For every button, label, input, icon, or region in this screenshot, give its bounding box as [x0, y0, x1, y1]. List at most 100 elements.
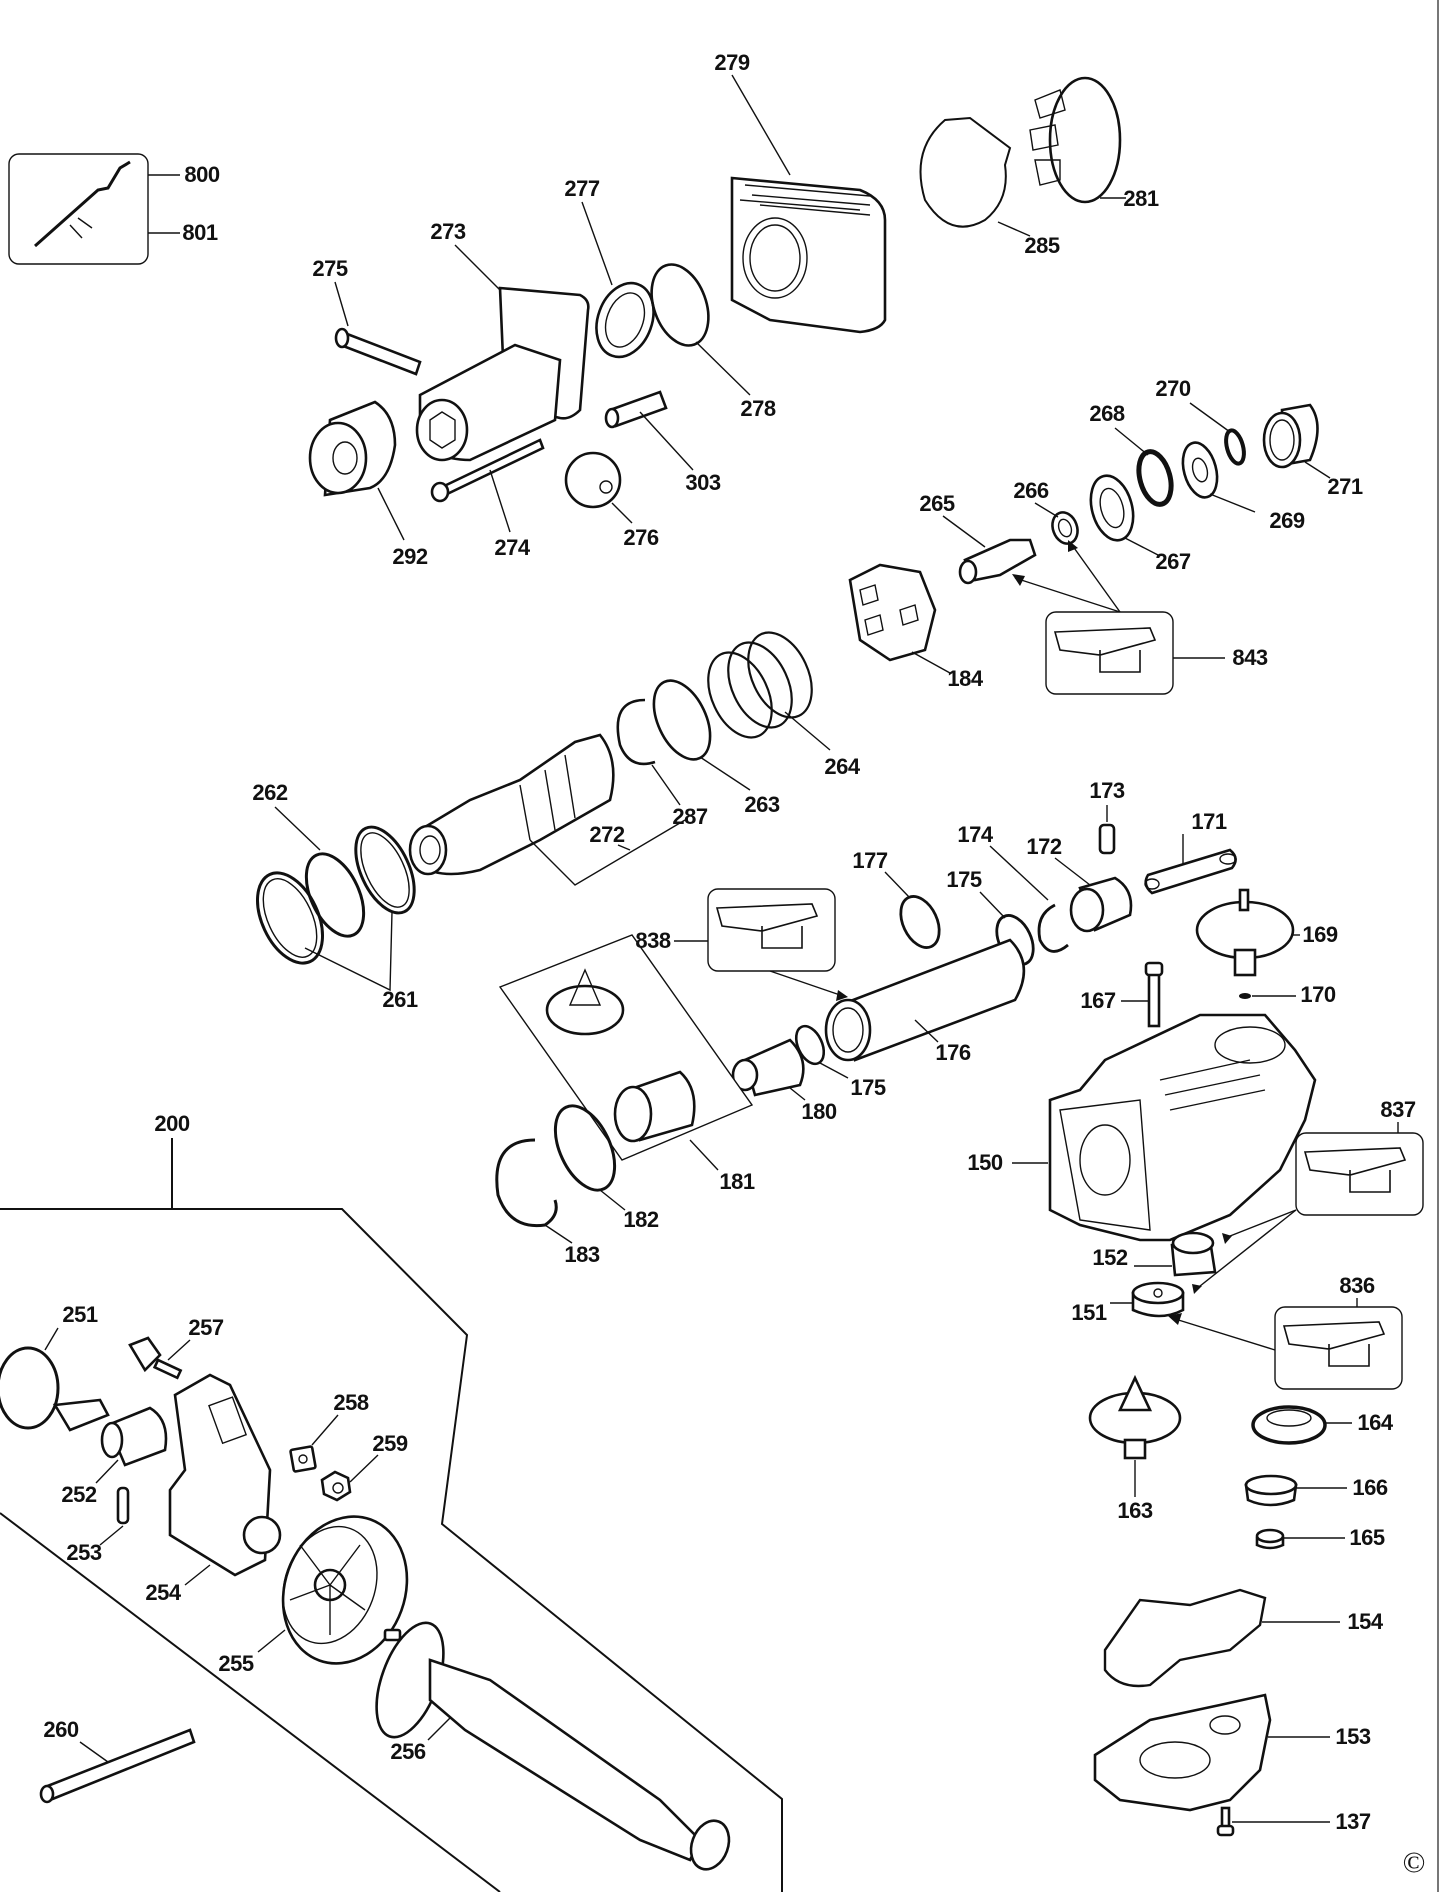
label-255[interactable]: 255 [218, 1651, 254, 1676]
label-150[interactable]: 150 [967, 1150, 1003, 1175]
label-271[interactable]: 271 [1327, 474, 1363, 499]
part-281-clutch-ring [1029, 76, 1126, 204]
label-200[interactable]: 200 [154, 1111, 190, 1136]
label-262[interactable]: 262 [252, 780, 288, 805]
label-259[interactable]: 259 [372, 1431, 408, 1456]
part-181-gear-assembly [498, 934, 754, 1171]
label-137[interactable]: 137 [1335, 1809, 1371, 1834]
label-263[interactable]: 263 [744, 792, 780, 817]
part-251-clamp-band [0, 1327, 110, 1432]
label-837[interactable]: 837 [1380, 1097, 1416, 1122]
label-281[interactable]: 281 [1123, 186, 1159, 211]
part-276-ball [564, 451, 633, 524]
label-266[interactable]: 266 [1013, 478, 1049, 503]
part-265-striker [942, 515, 1037, 585]
label-838[interactable]: 838 [635, 928, 671, 953]
label-151[interactable]: 151 [1071, 1300, 1107, 1325]
part-152-needle-bearing [1134, 1231, 1217, 1277]
part-260-depth-rod [39, 1728, 196, 1804]
label-268[interactable]: 268 [1089, 401, 1125, 426]
part-153-gear-cover [1093, 1693, 1330, 1812]
label-264[interactable]: 264 [824, 754, 860, 779]
part-183-circlip [495, 1138, 573, 1244]
grease-gun-box [8, 153, 180, 265]
part-177-o-ring [884, 871, 941, 949]
label-174[interactable]: 174 [957, 822, 993, 847]
label-272[interactable]: 272 [589, 822, 625, 847]
label-154[interactable]: 154 [1347, 1609, 1383, 1634]
label-267[interactable]: 267 [1155, 549, 1191, 574]
part-176-cylinder [824, 938, 1026, 1062]
label-253[interactable]: 253 [66, 1540, 102, 1565]
part-174-piston-ring [989, 845, 1069, 953]
label-273[interactable]: 273 [430, 219, 466, 244]
part-262-retaining-ring [274, 806, 366, 938]
label-170[interactable]: 170 [1300, 982, 1336, 1007]
part-255-knob [257, 1515, 409, 1665]
label-279[interactable]: 279 [714, 50, 750, 75]
part-164-gear [1251, 1405, 1352, 1445]
part-257-wing-screw [128, 1336, 191, 1380]
label-274[interactable]: 274 [494, 535, 530, 560]
label-165[interactable]: 165 [1349, 1525, 1385, 1550]
label-276[interactable]: 276 [623, 525, 659, 550]
part-836-kit-box [1168, 1298, 1403, 1390]
label-836[interactable]: 836 [1339, 1273, 1375, 1298]
label-260[interactable]: 260 [43, 1717, 79, 1742]
label-180[interactable]: 180 [801, 1099, 837, 1124]
part-275-pin [334, 281, 422, 376]
label-167[interactable]: 167 [1080, 988, 1116, 1013]
label-801[interactable]: 801 [182, 220, 218, 245]
label-275[interactable]: 275 [312, 256, 348, 281]
part-278-o-ring [650, 263, 751, 396]
label-800[interactable]: 800 [184, 162, 220, 187]
label-153[interactable]: 153 [1335, 1724, 1371, 1749]
label-182[interactable]: 182 [623, 1207, 659, 1232]
label-256[interactable]: 256 [390, 1739, 426, 1764]
label-257[interactable]: 257 [188, 1315, 224, 1340]
label-184[interactable]: 184 [947, 666, 983, 691]
label-172[interactable]: 172 [1026, 834, 1062, 859]
label-163[interactable]: 163 [1117, 1498, 1153, 1523]
part-151-bearing [1110, 1281, 1185, 1318]
label-169[interactable]: 169 [1302, 922, 1338, 947]
part-261-ring-inner [304, 825, 416, 992]
label-843[interactable]: 843 [1232, 645, 1268, 670]
part-843-kit-box [1012, 540, 1225, 695]
label-177[interactable]: 177 [852, 848, 888, 873]
label-278[interactable]: 278 [740, 396, 776, 421]
part-838-kit-box [674, 888, 848, 1001]
label-173[interactable]: 173 [1089, 778, 1125, 803]
label-303[interactable]: 303 [685, 470, 721, 495]
label-251[interactable]: 251 [62, 1302, 98, 1327]
label-277[interactable]: 277 [564, 176, 600, 201]
part-303-sleeve [604, 390, 694, 471]
label-176[interactable]: 176 [935, 1040, 971, 1065]
label-252[interactable]: 252 [61, 1482, 97, 1507]
part-256-side-handle [375, 1621, 731, 1871]
part-137-screw [1216, 1806, 1330, 1837]
part-259-nut [320, 1454, 379, 1502]
label-292[interactable]: 292 [392, 544, 428, 569]
label-164[interactable]: 164 [1357, 1410, 1393, 1435]
label-183[interactable]: 183 [564, 1242, 600, 1267]
label-269[interactable]: 269 [1269, 508, 1305, 533]
label-285[interactable]: 285 [1024, 233, 1060, 258]
label-258[interactable]: 258 [333, 1390, 369, 1415]
label-265[interactable]: 265 [919, 491, 955, 516]
label-287[interactable]: 287 [672, 804, 708, 829]
label-152[interactable]: 152 [1092, 1245, 1128, 1270]
label-171[interactable]: 171 [1191, 809, 1227, 834]
label-175-lower[interactable]: 175 [850, 1075, 886, 1100]
label-166[interactable]: 166 [1352, 1475, 1388, 1500]
label-175-upper[interactable]: 175 [946, 867, 982, 892]
label-270[interactable]: 270 [1155, 376, 1191, 401]
label-254[interactable]: 254 [145, 1580, 181, 1605]
part-165-bearing [1255, 1528, 1345, 1550]
part-263-ring [652, 679, 751, 791]
label-181[interactable]: 181 [719, 1169, 755, 1194]
part-175-o-ring-lower [794, 1024, 849, 1079]
part-269-washer [1181, 441, 1256, 513]
part-184-clutch [848, 563, 951, 674]
label-261[interactable]: 261 [382, 987, 418, 1012]
